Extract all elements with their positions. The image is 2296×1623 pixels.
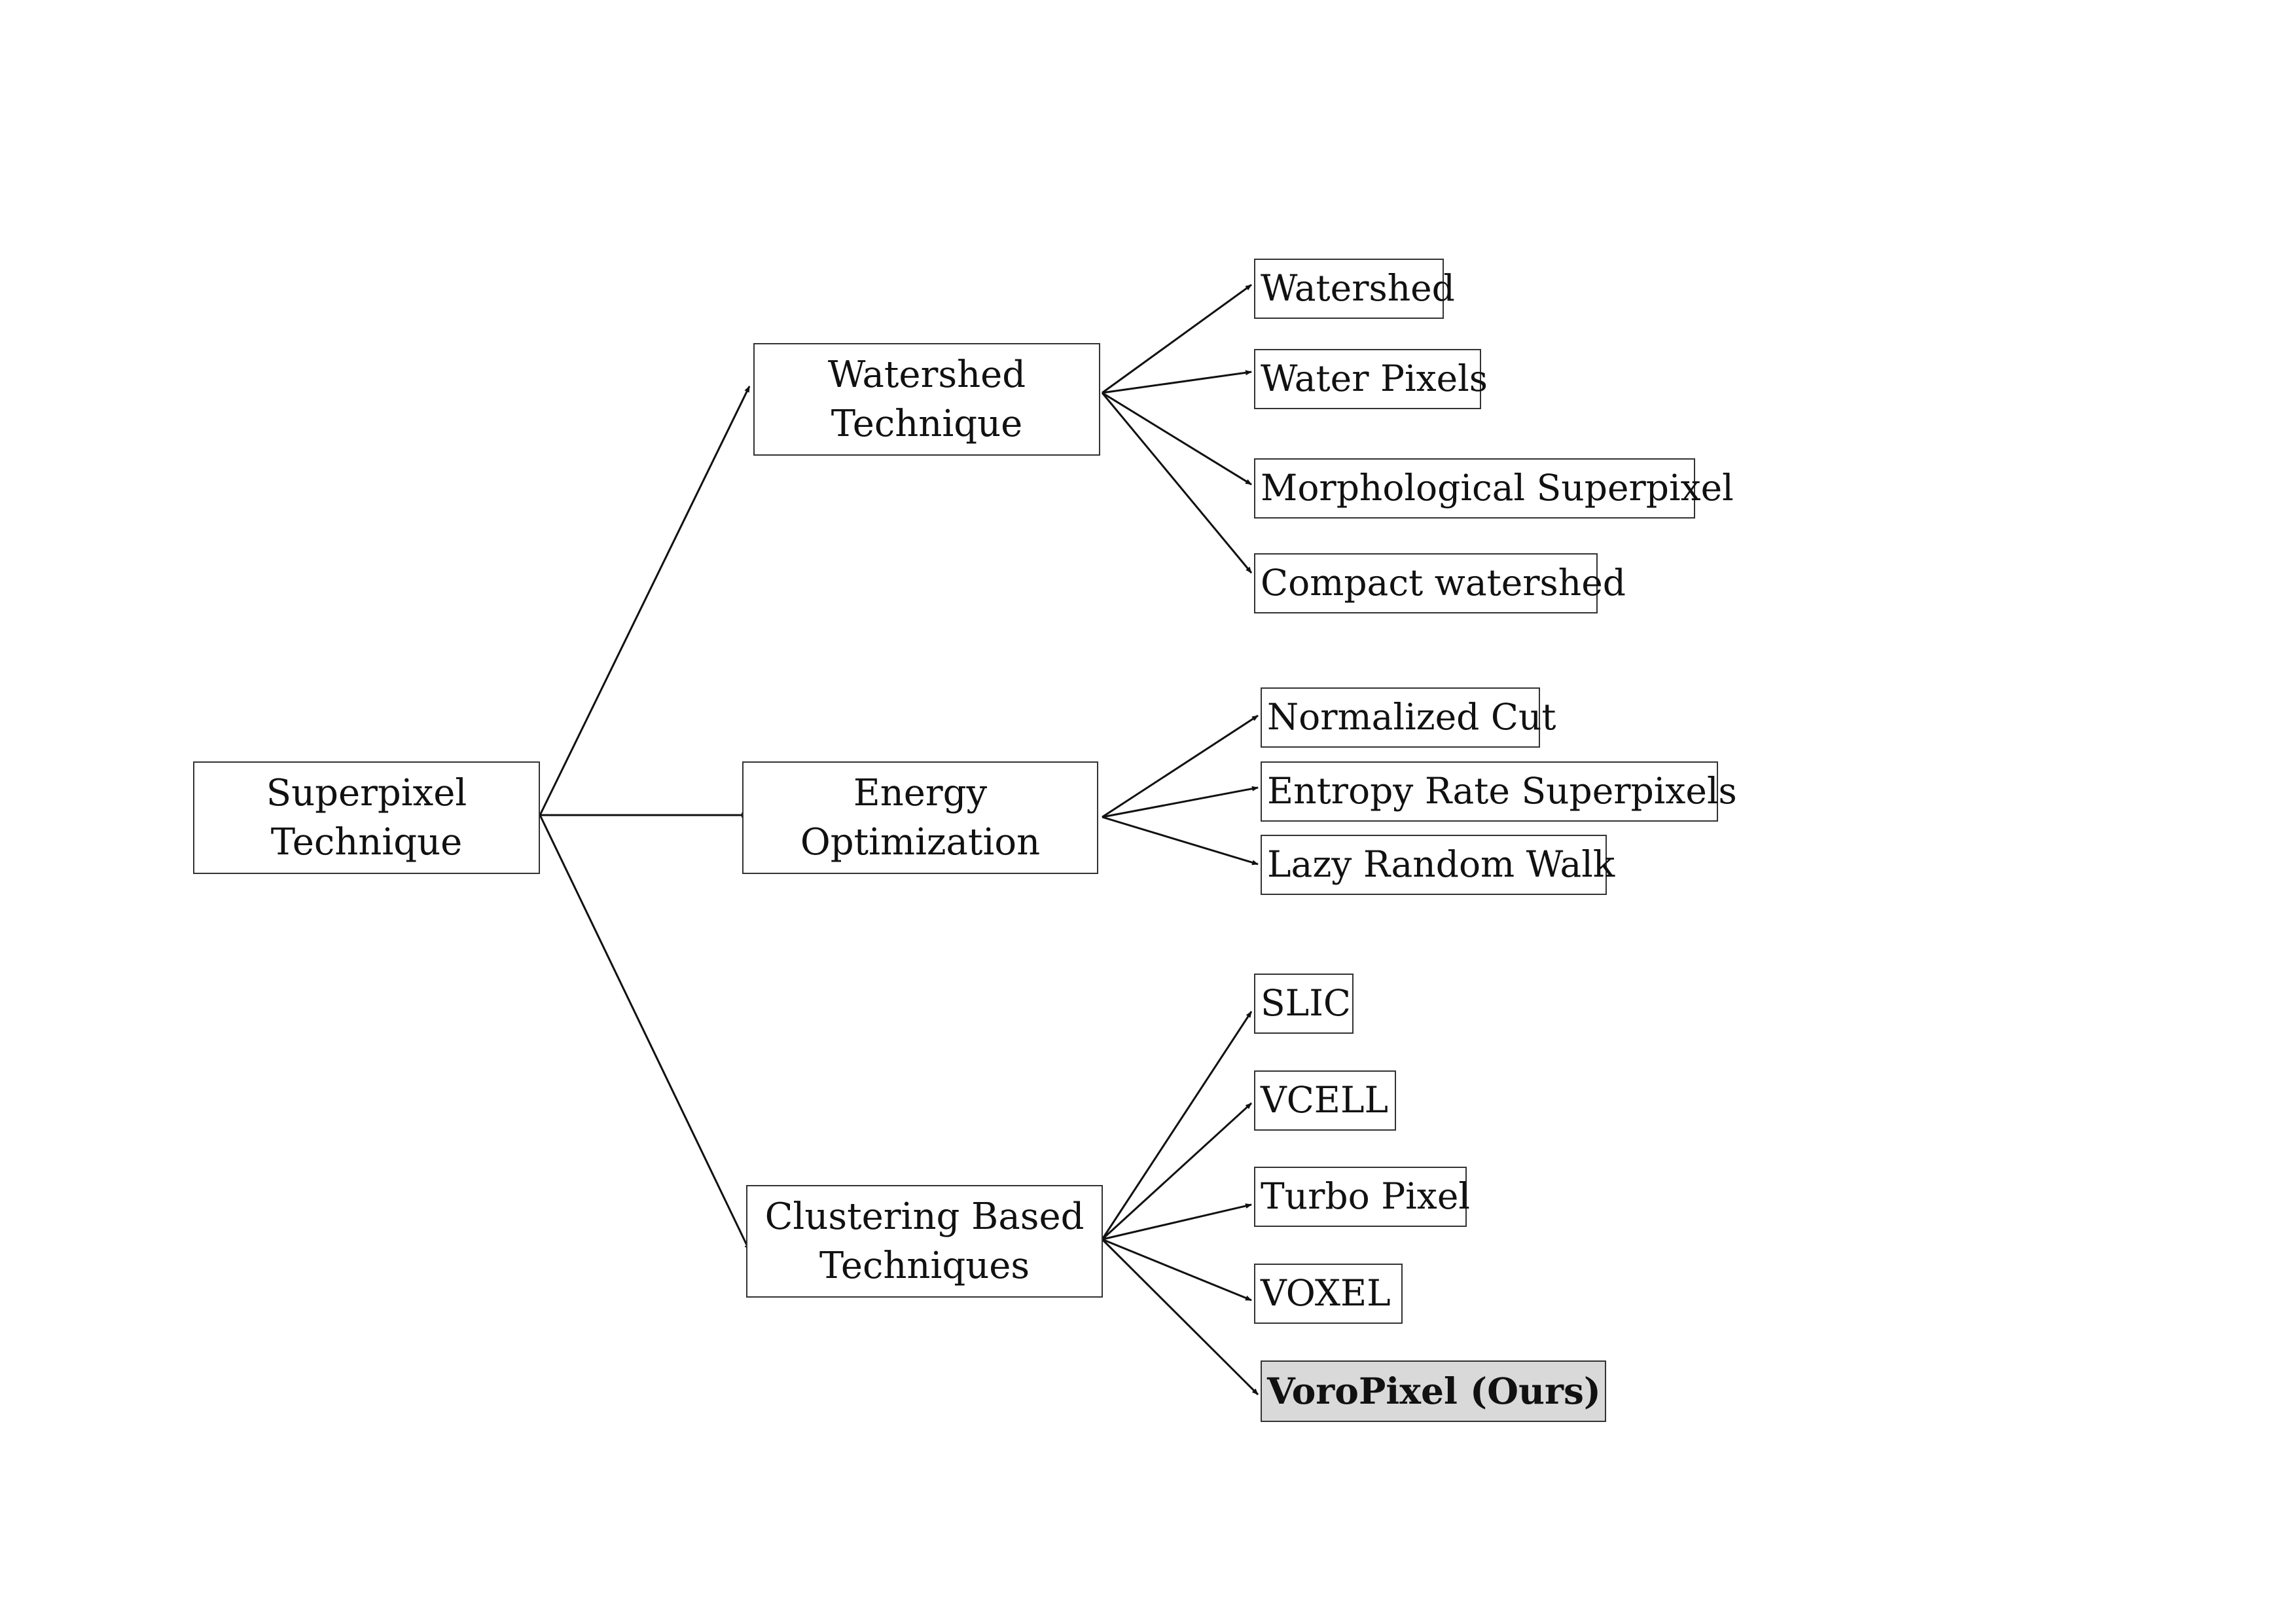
leaf-node-label: VOXEL [1261,1272,1391,1315]
leaf-node-label: Water Pixels [1261,357,1488,400]
edge-clustering-to-voropixel [1101,1238,1259,1396]
edge-watershed-to-water-pixels [1102,370,1252,394]
category-node-label-line1: Watershed [827,353,1026,396]
category-node-energy-optimization: Energy Optimization [742,761,1098,874]
leaf-node-label: Watershed [1261,267,1455,310]
edge-watershed-to-compact [1101,392,1253,574]
category-node-label-line2: Optimization [800,821,1041,864]
leaf-node-voropixel-ours: VoroPixel (Ours) [1261,1360,1606,1422]
leaf-node-label: Lazy Random Walk [1267,843,1615,886]
leaf-node-label: SLIC [1261,982,1352,1025]
edge-energy-to-normalized-cut [1102,714,1259,818]
leaf-node-vcell: VCELL [1254,1070,1396,1131]
leaf-node-label: Entropy Rate Superpixels [1267,770,1737,812]
leaf-node-normalized-cut: Normalized Cut [1261,687,1556,748]
leaf-node-label: Normalized Cut [1267,696,1556,739]
category-node-label-line2: Techniques [819,1245,1030,1287]
category-node-clustering-based-techniques: Clustering Based Techniques [746,1185,1103,1298]
leaf-node-morphological-superpixel: Morphological Superpixel [1254,458,1734,519]
edge-energy-to-entropy-rate [1102,786,1259,818]
category-node-label-line1: Energy [853,771,988,814]
edge-root-to-clustering [539,814,751,1251]
edge-clustering-to-turbo-pixel [1102,1203,1252,1241]
root-node-label-line2: Technique [270,821,463,864]
edge-watershed-to-watershed [1102,283,1252,394]
leaf-node-turbo-pixel: Turbo Pixel [1254,1167,1470,1227]
leaf-node-watershed: Watershed [1254,259,1455,319]
leaf-node-label: VoroPixel (Ours) [1267,1370,1601,1413]
category-node-watershed-technique: Watershed Technique [753,343,1100,456]
leaf-node-label: Compact watershed [1261,562,1626,604]
leaf-node-water-pixels: Water Pixels [1254,349,1488,409]
leaf-node-label: VCELL [1261,1079,1388,1122]
edge-clustering-to-vcell [1101,1102,1253,1241]
category-node-label-line1: Clustering Based [764,1195,1085,1238]
leaf-node-compact-watershed: Compact watershed [1254,553,1626,613]
edge-energy-to-lazy-random-walk [1102,816,1259,866]
root-node-label-line1: Superpixel [266,771,467,814]
leaf-node-label: Morphological Superpixel [1261,467,1734,509]
edge-watershed-to-morphological [1102,392,1252,486]
edge-clustering-to-slic [1101,1011,1253,1240]
leaf-node-voxel: VOXEL [1254,1264,1403,1324]
edge-clustering-to-voxel [1102,1238,1252,1302]
leaf-node-slic: SLIC [1254,974,1354,1034]
leaf-node-label: Turbo Pixel [1261,1175,1470,1218]
root-node-superpixel-technique: Superpixel Technique [193,761,540,874]
category-node-label-line2: Technique [831,403,1023,445]
leaf-node-entropy-rate-superpixels: Entropy Rate Superpixels [1261,761,1737,822]
edge-root-to-watershed [539,386,751,816]
leaf-node-lazy-random-walk: Lazy Random Walk [1261,835,1615,895]
